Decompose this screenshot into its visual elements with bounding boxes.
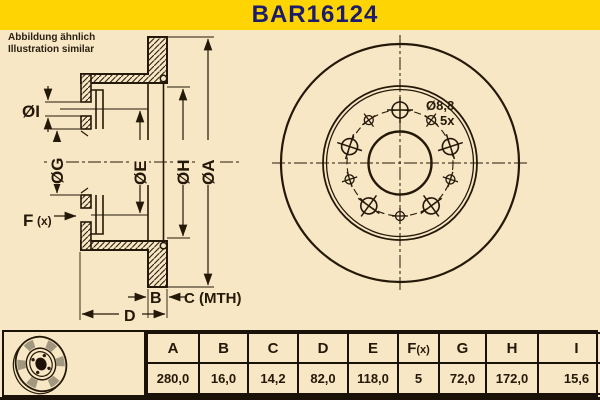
table-header-c: C	[247, 332, 299, 364]
dim-label-f-sub: (x)	[37, 214, 52, 228]
table-header-a: A	[146, 332, 200, 364]
value-b: 16,0	[198, 362, 249, 395]
dim-label-f: F	[23, 211, 33, 230]
similarity-note: Abbildung ähnlich Illustration similar	[8, 32, 95, 56]
value-fx: 5	[397, 362, 440, 395]
dim-label-d: D	[124, 308, 136, 325]
fixing-holes	[341, 113, 459, 224]
page-title: BAR16124	[251, 1, 379, 28]
value-c: 14,2	[247, 362, 299, 395]
table-header-i: I	[537, 332, 600, 364]
section-labels: ØI ØG F (x) ØE ØH ØA B C (MTH) D	[22, 102, 241, 325]
wheel-bolt-holes	[337, 97, 463, 217]
table-header-fx: F(x)	[397, 332, 440, 364]
table-header-g: G	[438, 332, 487, 364]
fillet-circle-bottom	[159, 241, 168, 250]
table-header-d: D	[297, 332, 349, 364]
hat-circle-outer	[322, 85, 478, 241]
table-header-e: E	[347, 332, 399, 364]
hat-circle-inner	[325, 88, 475, 238]
value-i: 15,6	[537, 362, 600, 395]
disc-thumbnail	[12, 335, 68, 395]
dim-label-h: ØH	[174, 160, 193, 186]
spec-strip: A B C D E F(x) G H I 280,0 16,0 14,2 82,…	[2, 330, 600, 397]
dimension-table: A B C D E F(x) G H I 280,0 16,0 14,2 82,…	[146, 332, 600, 395]
table-header-h: H	[485, 332, 539, 364]
table-header-row: A B C D E F(x) G H I	[146, 332, 600, 364]
dim-label-g: ØG	[48, 158, 67, 184]
dim-label-a: ØA	[199, 160, 218, 186]
note-line-english: Illustration similar	[8, 44, 95, 55]
value-d: 82,0	[297, 362, 349, 395]
value-g: 72,0	[438, 362, 487, 395]
front-view: Ø8,8 5x	[272, 35, 528, 291]
table-value-row: 280,0 16,0 14,2 82,0 118,0 5 72,0 172,0 …	[146, 362, 600, 395]
dim-label-i: ØI	[22, 102, 40, 121]
dim-label-c-mth: C (MTH)	[184, 290, 241, 307]
title-bar: BAR16124	[0, 0, 600, 30]
note-line-german: Abbildung ähnlich	[8, 32, 96, 43]
technical-drawing: ØI ØG F (x) ØE ØH ØA B C (MTH) D	[22, 35, 528, 325]
hole-diameter-label: Ø8,8	[426, 98, 454, 113]
fillet-circle-top	[159, 74, 168, 83]
bottom-border	[0, 397, 600, 400]
value-h: 172,0	[485, 362, 539, 395]
center-bore-circle	[367, 130, 433, 196]
label-masks	[47, 140, 217, 185]
cross-section-view: ØI ØG F (x) ØE ØH ØA B C (MTH) D	[22, 36, 241, 325]
value-e: 118,0	[347, 362, 399, 395]
outer-diameter-circle	[279, 42, 521, 284]
dim-label-e: ØE	[131, 160, 150, 185]
dim-label-b: B	[150, 290, 162, 307]
disc-thumbnail-cell	[4, 332, 146, 395]
value-a: 280,0	[146, 362, 200, 395]
hole-count-label: 5x	[440, 113, 455, 128]
table-header-b: B	[198, 332, 249, 364]
